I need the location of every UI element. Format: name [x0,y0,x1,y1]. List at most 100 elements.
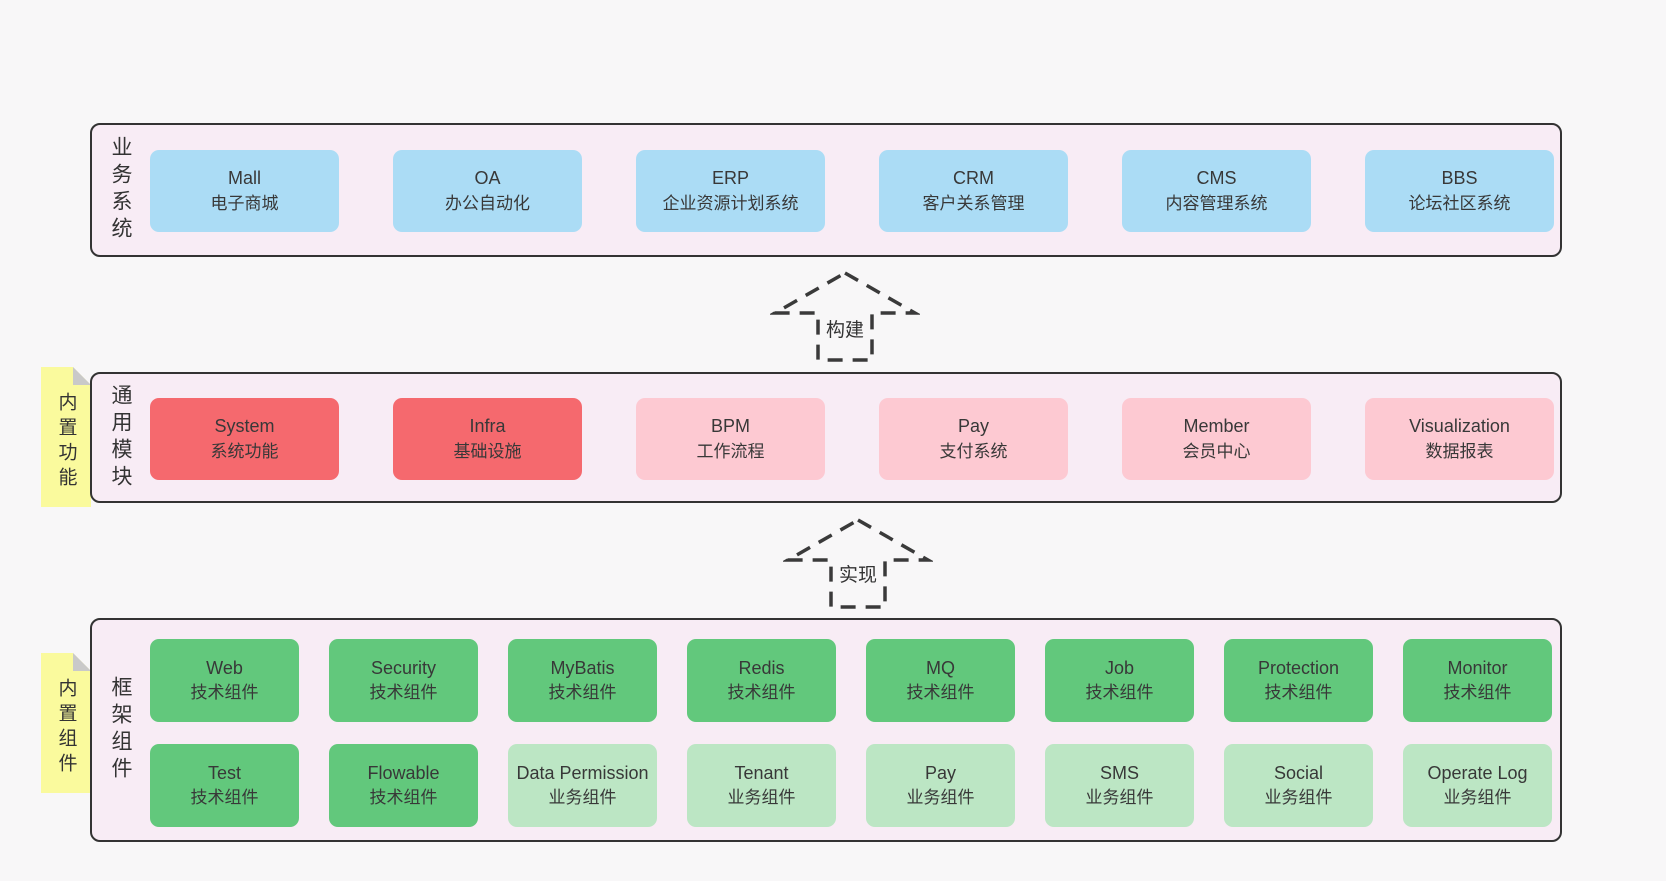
box-title: Operate Log [1427,762,1528,783]
box-title: Pay [957,416,990,437]
box-flowable: Flowable 技术组件 [329,744,478,827]
box-subtitle: 数据报表 [1425,441,1494,461]
note-built-in-features: 内置功能 [41,367,91,507]
box-subtitle: 业务组件 [906,788,975,808]
box-title: Tenant [734,762,789,783]
box-title: Social [1273,762,1324,783]
arrow-up-implement [783,517,933,609]
box-crm: CRM 客户关系管理 [879,150,1068,232]
note-paper: 内置功能 [41,367,91,507]
box-monitor: Monitor 技术组件 [1403,639,1552,722]
box-social: Social 业务组件 [1224,744,1373,827]
box-subtitle: 技术组件 [548,683,617,703]
note-label: 内置组件 [55,678,77,778]
box-subtitle: 客户关系管理 [922,193,1025,213]
box-subtitle: 业务组件 [548,788,617,808]
box-title: Security [370,657,437,678]
layer-business-systems: 业务系统 Mall 电子商城 OA 办公自动化 ERP 企业资源计划系统 CRM… [90,123,1562,257]
arrow-outline [783,517,933,609]
box-subtitle: 工作流程 [696,441,765,461]
box-title: OA [474,168,501,189]
layer-framework-components: 框架组件 Web 技术组件 Security 技术组件 MyBatis 技术组件… [90,618,1562,842]
box-title: Web [206,657,243,678]
box-title: ERP [711,168,749,189]
box-title: Mall [227,168,261,189]
box-test: Test 技术组件 [150,744,299,827]
box-subtitle: 系统功能 [210,441,279,461]
box-subtitle: 技术组件 [727,683,796,703]
box-bpm: BPM 工作流程 [636,398,825,480]
box-subtitle: 业务组件 [727,788,796,808]
box-subtitle: 技术组件 [1085,683,1154,703]
layer-common-modules: 通用模块 System 系统功能 Infra 基础设施 BPM 工作流程 Pay… [90,372,1562,503]
box-subtitle: 电子商城 [210,193,279,213]
note-fold-corner [73,653,91,671]
box-title: Test [207,762,241,783]
box-oa: OA 办公自动化 [393,150,582,232]
box-title: Protection [1257,657,1340,678]
box-subtitle: 办公自动化 [445,193,530,213]
arrow-up-build [770,270,920,362]
box-title: System [214,416,275,437]
note-fold-corner [73,367,91,385]
arrow-implement-label: 实现 [783,560,933,587]
box-subtitle: 技术组件 [190,788,259,808]
box-security: Security 技术组件 [329,639,478,722]
box-operate-log: Operate Log 业务组件 [1403,744,1552,827]
box-subtitle: 会员中心 [1182,441,1251,461]
business-systems-row: Mall 电子商城 OA 办公自动化 ERP 企业资源计划系统 CRM 客户关系… [150,150,1554,232]
box-title: Flowable [367,762,440,783]
box-title: BBS [1441,168,1478,189]
box-mybatis: MyBatis 技术组件 [508,639,657,722]
box-title: MQ [926,657,955,678]
layer-label-common-modules: 通用模块 [109,383,132,492]
box-job: Job 技术组件 [1045,639,1194,722]
box-subtitle: 支付系统 [939,441,1008,461]
box-bbs: BBS 论坛社区系统 [1365,150,1554,232]
box-title: CRM [953,168,994,189]
box-subtitle: 基础设施 [453,441,522,461]
box-subtitle: 论坛社区系统 [1408,193,1511,213]
box-subtitle: 技术组件 [369,683,438,703]
box-sms: SMS 业务组件 [1045,744,1194,827]
box-tenant: Tenant 业务组件 [687,744,836,827]
box-cms: CMS 内容管理系统 [1122,150,1311,232]
box-mq: MQ 技术组件 [866,639,1015,722]
box-protection: Protection 技术组件 [1224,639,1373,722]
box-title: MyBatis [550,657,615,678]
layer-label-framework-components: 框架组件 [109,676,132,784]
box-system: System 系统功能 [150,398,339,480]
box-title: Redis [738,657,785,678]
box-subtitle: 企业资源计划系统 [662,193,799,213]
box-member: Member 会员中心 [1122,398,1311,480]
box-title: Job [1104,657,1135,678]
arrow-outline [770,270,920,362]
box-pay-component: Pay 业务组件 [866,744,1015,827]
box-title: CMS [1196,168,1237,189]
box-title: Visualization [1409,416,1510,437]
box-subtitle: 技术组件 [1443,683,1512,703]
box-subtitle: 业务组件 [1443,788,1512,808]
box-subtitle: 技术组件 [190,683,259,703]
arrow-build-label: 构建 [770,315,920,342]
note-label: 内置功能 [55,392,77,492]
note-built-in-components: 内置组件 [41,653,91,793]
box-subtitle: 内容管理系统 [1165,193,1268,213]
framework-components-row-2: Test 技术组件 Flowable 技术组件 Data Permission … [150,744,1552,827]
box-subtitle: 技术组件 [369,788,438,808]
box-pay-module: Pay 支付系统 [879,398,1068,480]
box-web: Web 技术组件 [150,639,299,722]
box-title: Pay [924,762,957,783]
box-title: Member [1183,416,1250,437]
box-title: Infra [469,416,506,437]
box-title: Data Permission [516,762,649,783]
framework-components-row-1: Web 技术组件 Security 技术组件 MyBatis 技术组件 Redi… [150,639,1552,722]
box-title: Monitor [1447,657,1508,678]
box-title: SMS [1099,762,1139,783]
box-title: BPM [710,416,750,437]
layer-label-business-systems: 业务系统 [109,136,132,244]
box-subtitle: 技术组件 [1264,683,1333,703]
box-subtitle: 业务组件 [1085,788,1154,808]
common-modules-row: System 系统功能 Infra 基础设施 BPM 工作流程 Pay 支付系统… [150,398,1554,480]
